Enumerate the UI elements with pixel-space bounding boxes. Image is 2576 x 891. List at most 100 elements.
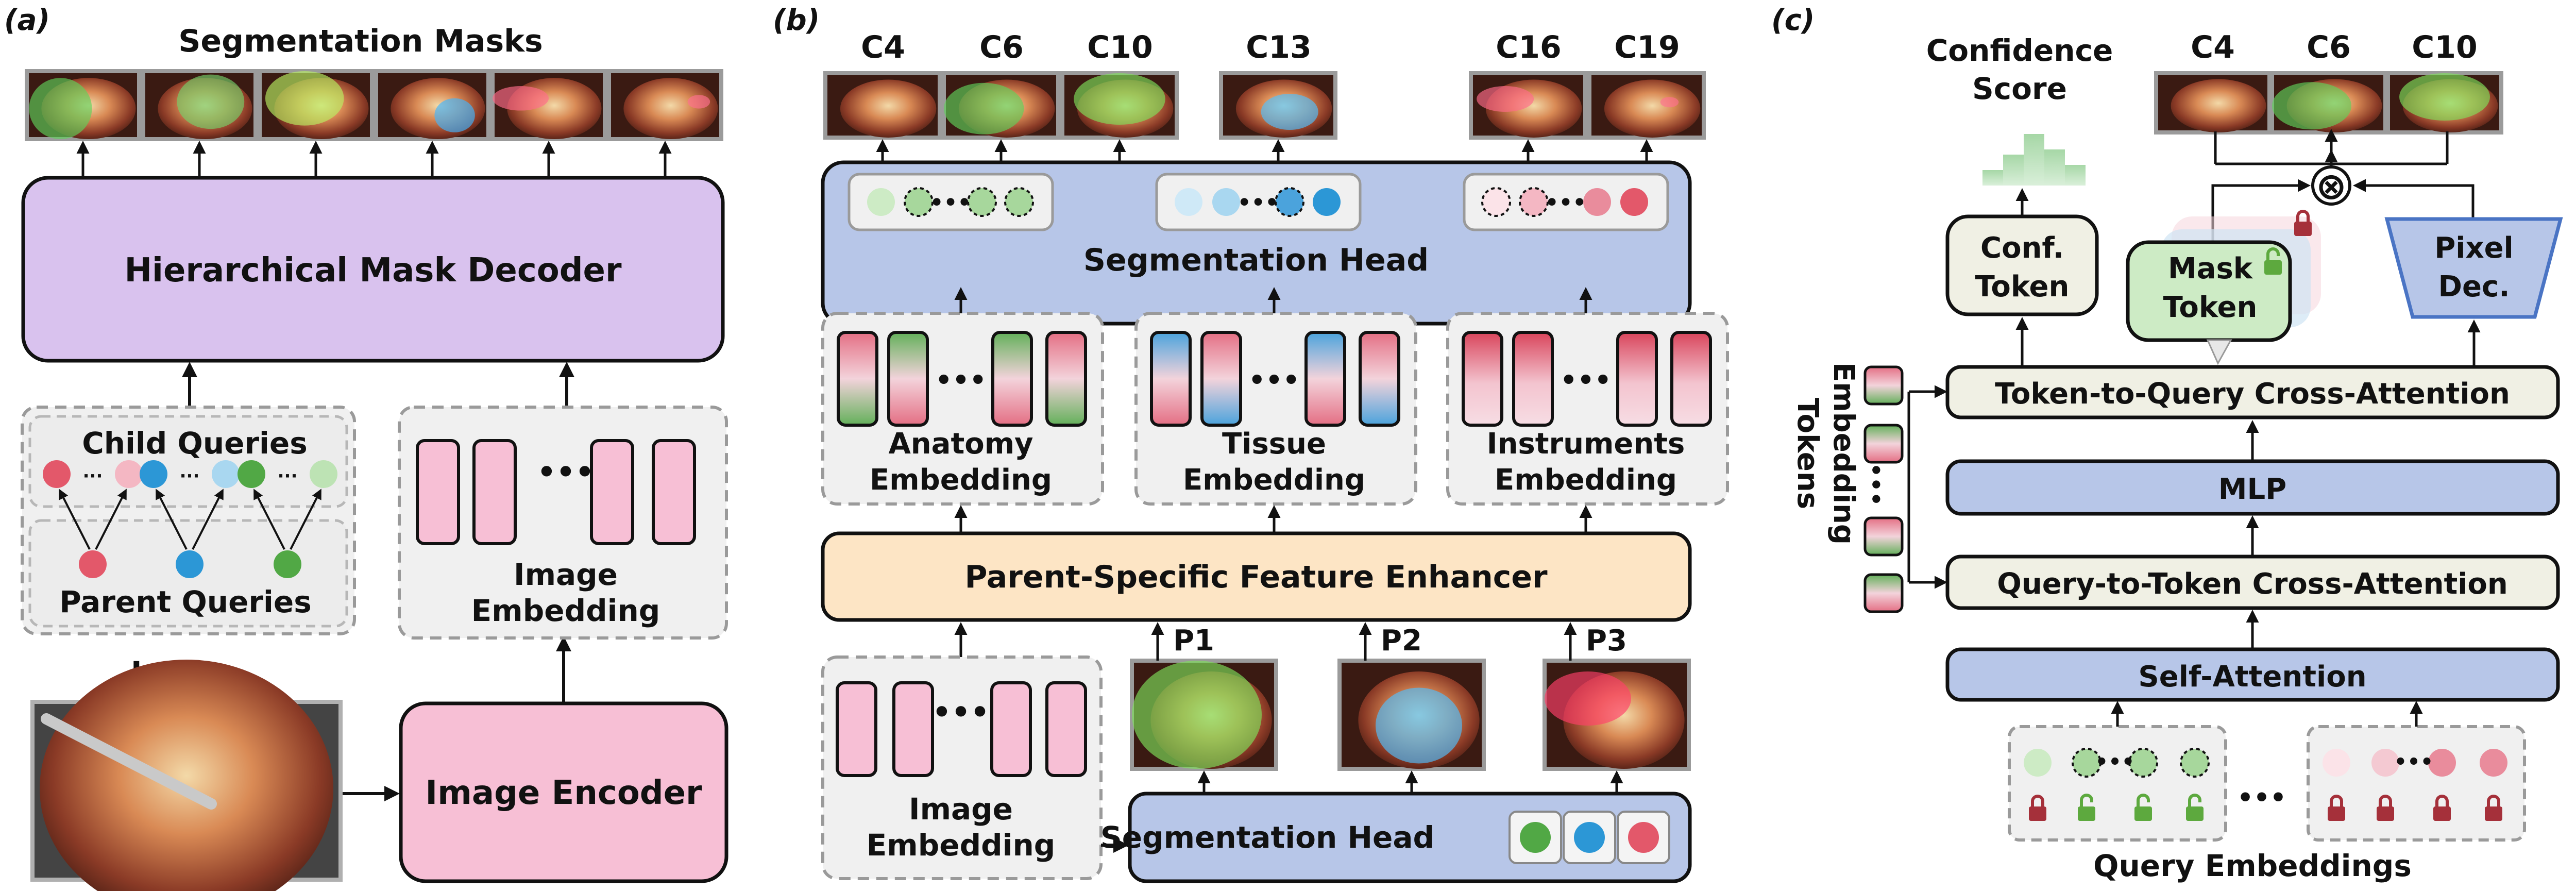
embedding-bar-4 [652, 439, 696, 545]
query-to-token-box [1945, 554, 2560, 610]
pixel-decoder-shape [2384, 217, 2563, 319]
query-lock [2078, 806, 2095, 821]
anatomy-embedding-ellipsis: ••• [935, 365, 987, 396]
confidence-score-label-1: Confidence [1926, 33, 2113, 68]
embedding-token-2 [1863, 424, 1904, 464]
anatomy-embedding-label-2: Embedding [870, 463, 1052, 497]
class-query-dot [1212, 188, 1240, 216]
class-query-ellipsis: ••• [1545, 190, 1587, 215]
query-dot [2180, 748, 2210, 778]
class-thumbnail-C13-mask [1261, 94, 1318, 130]
child-query-1b [115, 460, 143, 488]
panel-c-thumbnail-C10-mask [2399, 73, 2490, 121]
class-query-group-2 [1155, 173, 1362, 231]
parent-chip-dot-3 [1628, 822, 1659, 853]
query-embeddings-label: Query Embeddings [2093, 848, 2412, 883]
mask-token-label-1: Mask [2168, 252, 2253, 285]
child-queries-box [28, 415, 348, 508]
class-thumbnail-C16-mask [1477, 86, 1534, 112]
instruments-embedding-bar [1616, 331, 1658, 427]
class-query-dot [1519, 187, 1549, 217]
class-query-group-1 [848, 173, 1054, 231]
image-embedding-b-bars [836, 681, 1087, 777]
class-thumbnail-C4-scene [840, 79, 937, 138]
image-embedding-ellipsis: ••• [537, 455, 594, 490]
class-output-arrows [876, 139, 1653, 162]
query-embedding-groups: •••••• [2008, 701, 2526, 842]
mask-thumbnail-5-mask [493, 86, 549, 111]
class-query-dot [1004, 187, 1034, 217]
child-query-3b [310, 460, 337, 488]
class-query-groups: ••• ••• ••• [848, 173, 1669, 231]
anatomy-embedding-bar [837, 331, 878, 427]
query-dot [2024, 749, 2052, 777]
parent-query-1 [79, 550, 107, 578]
class-label-C13: C13 [1246, 29, 1312, 65]
tree-edge [290, 489, 321, 550]
class-query-ellipsis: ••• [930, 190, 972, 215]
tree-edge [59, 489, 91, 550]
query-dot [2128, 748, 2158, 778]
instruments-embedding-label-2: Embedding [1495, 463, 1677, 497]
query-lock [2134, 806, 2152, 821]
tree-edge [253, 489, 285, 550]
mask-token-label-2: Token [2163, 291, 2258, 324]
conf-token-label-1: Conf. [1980, 231, 2064, 265]
parent-label-bg-1 [1169, 629, 1215, 657]
class-query-dot [967, 187, 997, 217]
mask-token-lock-closed-shackle [2296, 210, 2310, 222]
embedding-b-bar-4 [1045, 681, 1087, 777]
mask-thumbnail-6-mask [687, 95, 710, 109]
class-label-C16: C16 [1496, 29, 1562, 65]
parent-chip-dot-2 [1574, 822, 1605, 853]
mlp-label: MLP [2218, 473, 2286, 506]
surgical-instrument [41, 713, 217, 810]
query-lock-shackle [2080, 794, 2093, 806]
query-lock-shackle [2137, 794, 2150, 806]
instruments-embedding-bar [1462, 331, 1503, 427]
image-embedding-label-1: Image [514, 557, 618, 592]
anatomy-embedding-bar [991, 331, 1033, 427]
class-query-dot [1313, 188, 1341, 216]
mask-product-symbol: ⊗ [2316, 164, 2347, 208]
class-thumbnail-C10-mask [1074, 73, 1165, 125]
parent-image-2-mask [1376, 687, 1462, 764]
child-query-ellipsis-1: ··· [83, 466, 103, 486]
class-query-dot [1620, 188, 1648, 216]
class-query-dot [1275, 187, 1304, 217]
tree-edge [156, 489, 188, 550]
anatomy-embedding-bar [887, 331, 929, 427]
child-query-ellipsis-2: ··· [180, 466, 200, 486]
query-dot [2323, 749, 2350, 777]
query-nodes: ········· [43, 460, 337, 578]
histogram-bar-2 [2003, 155, 2024, 186]
tissue-embedding-label-1: Tissue [1222, 427, 1326, 461]
parent-chip-dot-1 [1520, 822, 1551, 853]
conf-token-label-2: Token [1975, 270, 2070, 304]
histogram-bar-3 [2024, 134, 2044, 186]
class-thumbnail-C19-scene [1604, 79, 1701, 138]
class-label-C6: C6 [979, 29, 1024, 65]
mask-token-lock-closed [2294, 222, 2312, 236]
instruments-embedding-ellipsis: ••• [1560, 365, 1612, 396]
mask-thumbnail-1-mask [29, 78, 92, 139]
instruments-embedding-bar [1670, 331, 1712, 427]
tissue-embedding-bar [1304, 331, 1346, 427]
panel-a-label: (a) [4, 4, 50, 37]
query-group-2 [2307, 725, 2526, 842]
feature-enhancer-label: Parent-Specific Feature Enhancer [964, 559, 1548, 595]
mlp-box [1945, 459, 2560, 516]
embedding-tokens-label-1: Embedding [1827, 362, 1860, 545]
mask-token-lock-open-shackle [2266, 247, 2280, 260]
tissue-embedding-label-2: Embedding [1183, 463, 1365, 497]
embedding-token-squares [1863, 365, 1904, 613]
class-query-ellipsis: ••• [1238, 190, 1279, 215]
histogram-bar-1 [1982, 170, 2003, 186]
instruments-embedding-bar [1512, 331, 1554, 427]
query-to-token-label: Query-to-Token Cross-Attention [1997, 567, 2508, 601]
panel-b-label: (b) [773, 4, 820, 37]
query-dot [2371, 749, 2399, 777]
